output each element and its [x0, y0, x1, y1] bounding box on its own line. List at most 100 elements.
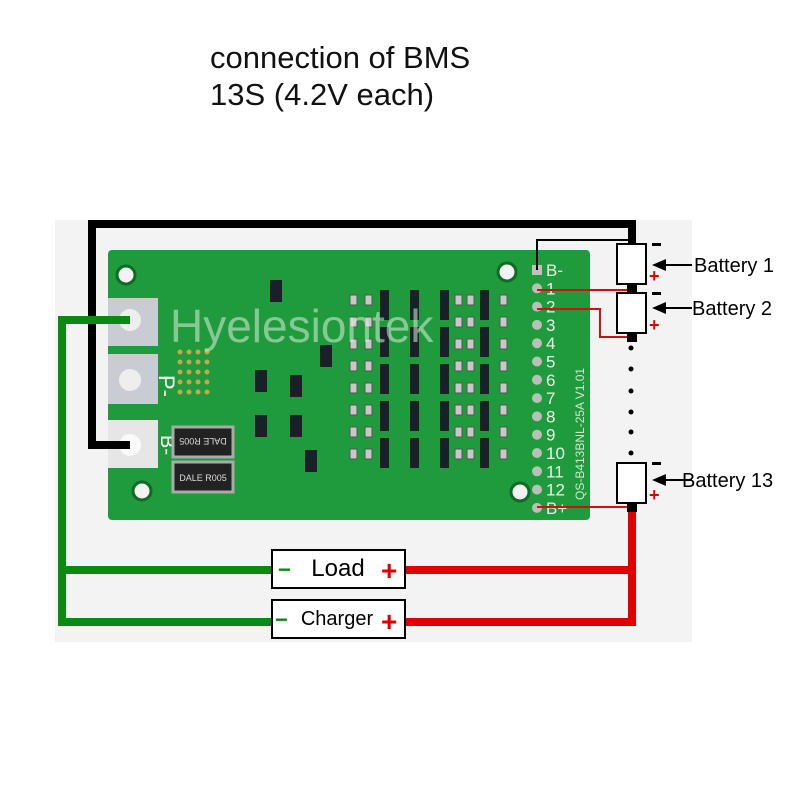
- pin-label: B+: [546, 499, 567, 518]
- pad-c-minus: [108, 298, 158, 346]
- wire-balance-2: [537, 308, 632, 338]
- watermark: Hyelesiontek: [170, 300, 434, 352]
- pin-pad: [532, 393, 542, 404]
- via: [195, 359, 201, 365]
- pin-pad: [532, 338, 542, 349]
- via: [177, 379, 183, 385]
- smd-resistor: [364, 316, 373, 328]
- mosfet-chip: [380, 364, 389, 394]
- battery-label: Battery 13: [682, 470, 773, 492]
- wire-battery-negative: [88, 220, 636, 449]
- smd-resistor: [499, 448, 508, 460]
- mosfet-chip: [440, 327, 449, 357]
- smd-resistor: [364, 338, 373, 350]
- via: [195, 349, 201, 355]
- via: [186, 349, 192, 355]
- via: [186, 359, 192, 365]
- pin-label: 3: [546, 316, 555, 335]
- pin-pad: [532, 319, 542, 330]
- mounting-hole: [496, 261, 518, 283]
- pin-pad: [532, 301, 542, 312]
- smd-resistor: [499, 360, 508, 372]
- arrow-head-icon: [652, 474, 666, 486]
- pin-label: 1: [546, 279, 555, 298]
- mosfet-chip: [410, 327, 419, 357]
- smd-resistor: [466, 404, 475, 416]
- battery-minus-sign: [652, 292, 661, 295]
- smd-resistor: [349, 360, 358, 372]
- mosfet-chip: [410, 364, 419, 394]
- continuation-dots: [628, 345, 634, 456]
- pad-b-minus: [108, 420, 158, 468]
- battery-2: +Battery 2: [616, 292, 772, 335]
- smd-resistor: [349, 316, 358, 328]
- smd-resistor: [454, 360, 463, 372]
- smd-resistor: [364, 448, 373, 460]
- via: [195, 379, 201, 385]
- wire-b-minus-sense: [536, 239, 632, 270]
- smd-resistor: [466, 316, 475, 328]
- smd-resistor: [454, 294, 463, 306]
- pin-label: B-: [546, 261, 563, 280]
- battery-cell: [616, 292, 647, 334]
- ic-chip: [255, 415, 267, 437]
- title-line-2: 13S (4.2V each): [210, 77, 435, 112]
- via: [195, 369, 201, 375]
- shunt-resistor-1: DALE R005: [171, 425, 235, 459]
- battery-label: Battery 1: [694, 255, 774, 277]
- smd-resistor: [349, 448, 358, 460]
- smd-resistor: [466, 382, 475, 394]
- smd-resistor: [349, 382, 358, 394]
- pin-pad: [532, 356, 542, 367]
- charger-label: Charger: [301, 608, 374, 630]
- smd-resistor: [466, 426, 475, 438]
- smd-resistor: [364, 404, 373, 416]
- mosfet-chip: [440, 438, 449, 468]
- smd-resistor: [466, 338, 475, 350]
- pin-pad: [532, 283, 542, 294]
- load-plus: +: [381, 555, 397, 586]
- smd-resistor: [466, 448, 475, 460]
- mosfet-chip: [440, 401, 449, 431]
- svg-text:DALE R005: DALE R005: [179, 436, 227, 446]
- mosfet-chip: [440, 290, 449, 320]
- load-minus: −: [278, 557, 291, 582]
- pad-p-minus: [108, 354, 158, 404]
- smd-resistor: [499, 426, 508, 438]
- pin-label: 2: [546, 298, 555, 317]
- pin-label: 12: [546, 481, 565, 500]
- battery-plus-sign: +: [649, 485, 660, 505]
- smd-resistor: [454, 448, 463, 460]
- mosfet-chip: [380, 438, 389, 468]
- mosfet-chip: [480, 364, 489, 394]
- mosfet-chip: [410, 290, 419, 320]
- via: [177, 359, 183, 365]
- smd-resistor: [454, 404, 463, 416]
- battery-13: + Battery 13: [616, 462, 773, 505]
- via: [204, 349, 210, 355]
- charger-minus: −: [275, 607, 288, 632]
- charger-terminal: − Charger +: [271, 599, 406, 639]
- battery-plus-sign: +: [649, 315, 660, 335]
- battery-cell: [616, 243, 647, 285]
- smd-resistor: [364, 382, 373, 394]
- ic-chip: [290, 375, 302, 397]
- ic-chip: [255, 370, 267, 392]
- via: [204, 379, 210, 385]
- via: [177, 349, 183, 355]
- pin-pad: [532, 374, 542, 385]
- via: [204, 389, 210, 395]
- mosfet-chip: [410, 438, 419, 468]
- mounting-hole: [509, 481, 531, 503]
- via: [204, 369, 210, 375]
- battery-minus-sign: [652, 462, 661, 465]
- mounting-hole: [115, 264, 137, 286]
- smd-resistor: [364, 426, 373, 438]
- arrow-head-icon: [652, 302, 666, 314]
- via: [186, 369, 192, 375]
- pin-label: 8: [546, 407, 555, 426]
- title-line-1: connection of BMS: [210, 40, 471, 75]
- mosfet-chip: [380, 401, 389, 431]
